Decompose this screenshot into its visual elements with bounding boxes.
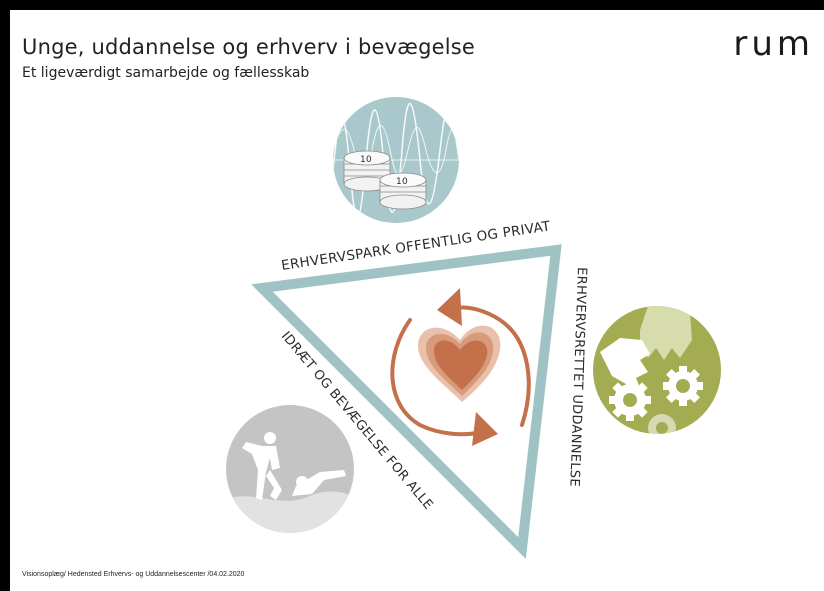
heart-cycle-icon	[390, 288, 531, 446]
sports-icon	[226, 405, 354, 533]
page-subtitle: Et ligeværdigt samarbejde og fællesskab	[22, 65, 310, 81]
coin-label-2: 10	[396, 177, 408, 187]
side-label-right: ERHVERVSRETTET UDDANNELSE	[566, 267, 589, 487]
coins-icon: 10 10	[333, 97, 459, 223]
brand-logo: rum	[733, 24, 814, 64]
coin-label-1: 10	[360, 155, 372, 165]
footer-caption: Visionsoplæg/ Hedensted Erhvervs- og Udd…	[22, 571, 245, 578]
page-title: Unge, uddannelse og erhverv i bevægelse	[22, 35, 476, 59]
triangle-frame	[251, 244, 562, 559]
hands-gears-icon	[593, 306, 721, 434]
